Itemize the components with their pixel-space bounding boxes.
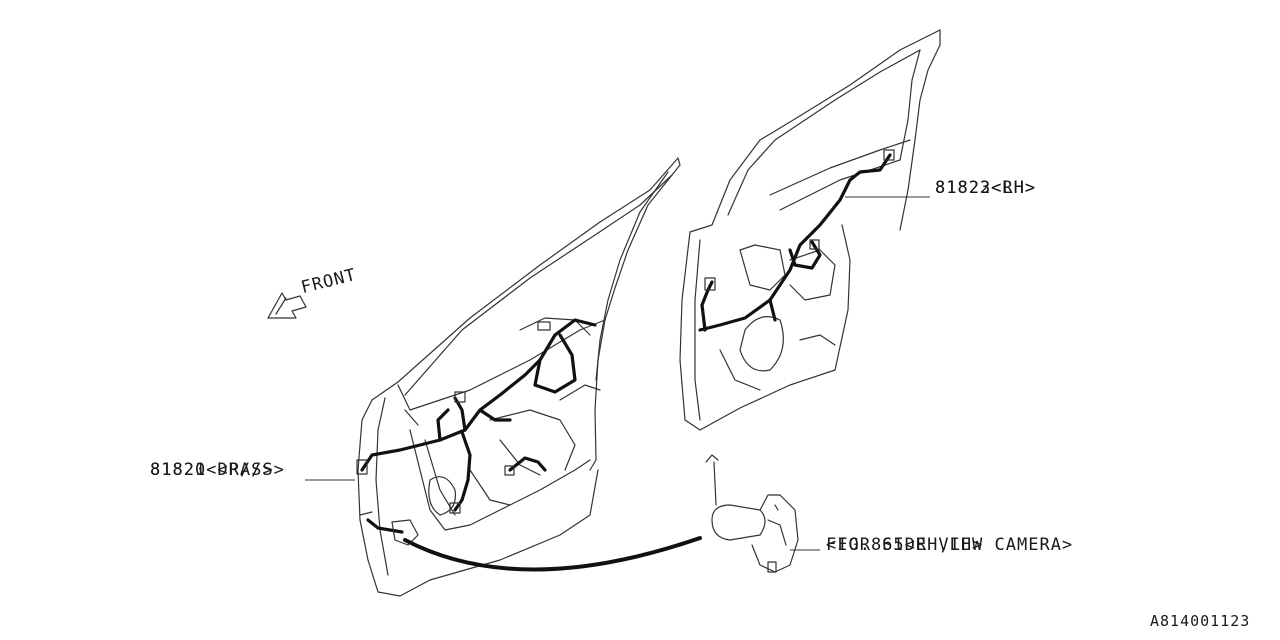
front-door	[357, 157, 681, 597]
leader-lines	[305, 196, 930, 551]
side-view-camera	[705, 454, 799, 573]
front-door-harness	[356, 318, 597, 514]
part-number-81820[interactable]: 81820<DR/S>	[150, 460, 274, 480]
part-number-81823[interactable]: 81823<LH>	[935, 178, 1037, 198]
document-id: A814001123	[1150, 612, 1251, 630]
rear-door-harness	[698, 149, 895, 332]
fig-reference-865[interactable]: FIG.865<RH,LH>	[826, 535, 984, 555]
part-number-81822[interactable]: 81822<RH>	[935, 178, 1037, 198]
camera-cable	[359, 511, 702, 572]
rear-door	[679, 29, 941, 431]
front-arrow-icon	[267, 292, 307, 319]
camera-note: <FOR SIDE VIEW CAMERA>	[826, 535, 1074, 555]
part-number-81821[interactable]: 81821 <PA/S>	[150, 460, 285, 480]
